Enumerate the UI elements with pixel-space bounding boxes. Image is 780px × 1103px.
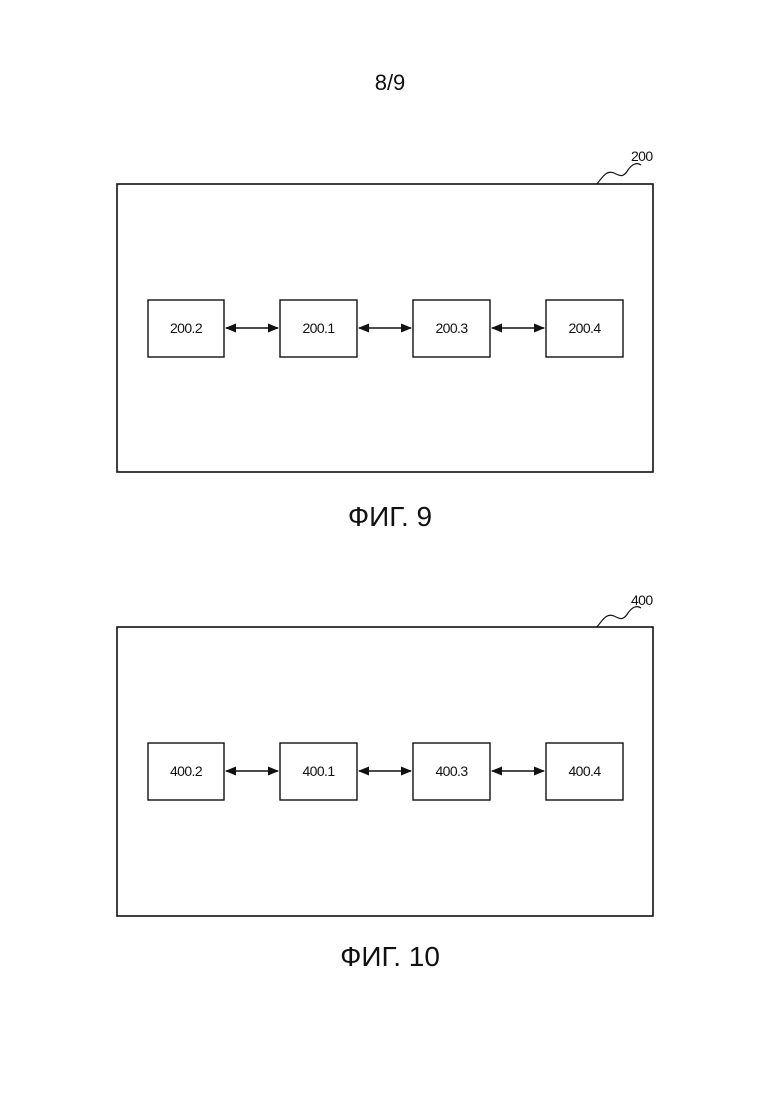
- figure-9-caption: ФИГ. 9: [348, 501, 432, 532]
- figure-10-block-400-1: 400.1: [280, 743, 357, 800]
- figure-9-block-label: 200.2: [170, 320, 203, 336]
- figure-9-block-label: 200.3: [435, 320, 468, 336]
- figure-9-block-200-3: 200.3: [413, 300, 490, 357]
- figure-10-reference-label: 400: [631, 592, 653, 608]
- figure-9-block-200-1: 200.1: [280, 300, 357, 357]
- figure-10-block-label: 400.1: [302, 763, 335, 779]
- figure-10-block-label: 400.3: [435, 763, 468, 779]
- page-number: 8/9: [0, 70, 780, 96]
- figure-9-block-200-4: 200.4: [546, 300, 623, 357]
- figure-9-diagram: 200 200.2 200.1 200.3 200.4 ФИГ. 9: [0, 140, 780, 540]
- figure-10-block-400-3: 400.3: [413, 743, 490, 800]
- figure-10-block-400-2: 400.2: [148, 743, 224, 800]
- figure-9-block-label: 200.1: [302, 320, 335, 336]
- figure-9-reference-label: 200: [631, 148, 653, 164]
- figure-9-block-label: 200.4: [568, 320, 601, 336]
- figure-10-reference-leader: [597, 607, 641, 627]
- figure-10-diagram: 400 400.2 400.1 400.3 400.4 ФИГ. 10: [0, 584, 780, 984]
- figure-9-block-200-2: 200.2: [148, 300, 224, 357]
- figure-10-caption: ФИГ. 10: [340, 941, 440, 972]
- figure-10-block-label: 400.2: [170, 763, 203, 779]
- figure-10-block-label: 400.4: [568, 763, 601, 779]
- figure-10-block-400-4: 400.4: [546, 743, 623, 800]
- figure-9-reference-leader: [597, 164, 641, 184]
